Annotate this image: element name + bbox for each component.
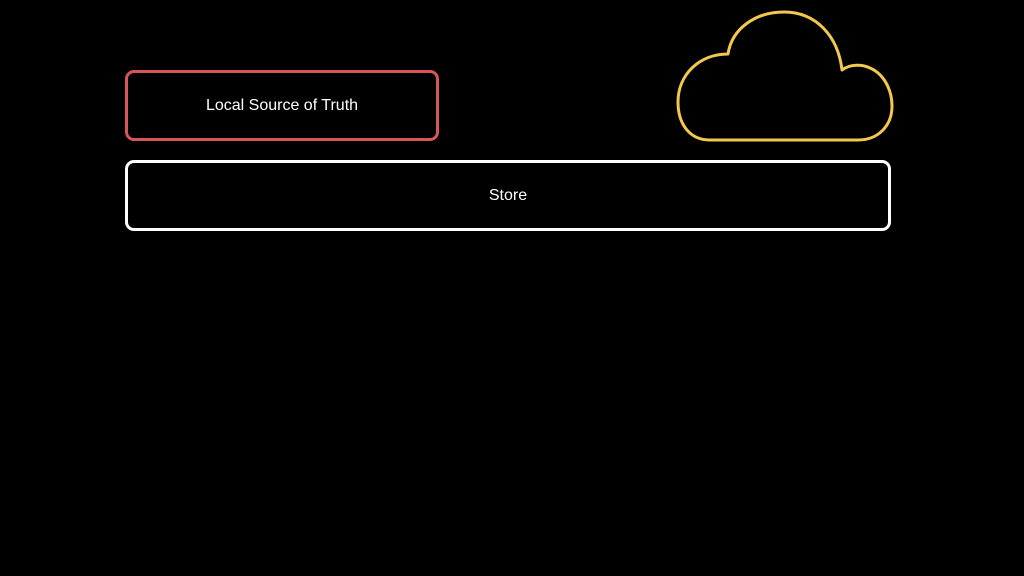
- local-source-of-truth-label: Local Source of Truth: [205, 96, 359, 114]
- store-box: Store: [125, 160, 891, 231]
- cloud-icon: [676, 10, 894, 142]
- cloud-outline: [676, 10, 894, 142]
- local-source-of-truth-box: Local Source of Truth: [125, 70, 439, 141]
- store-label: Store: [488, 186, 528, 204]
